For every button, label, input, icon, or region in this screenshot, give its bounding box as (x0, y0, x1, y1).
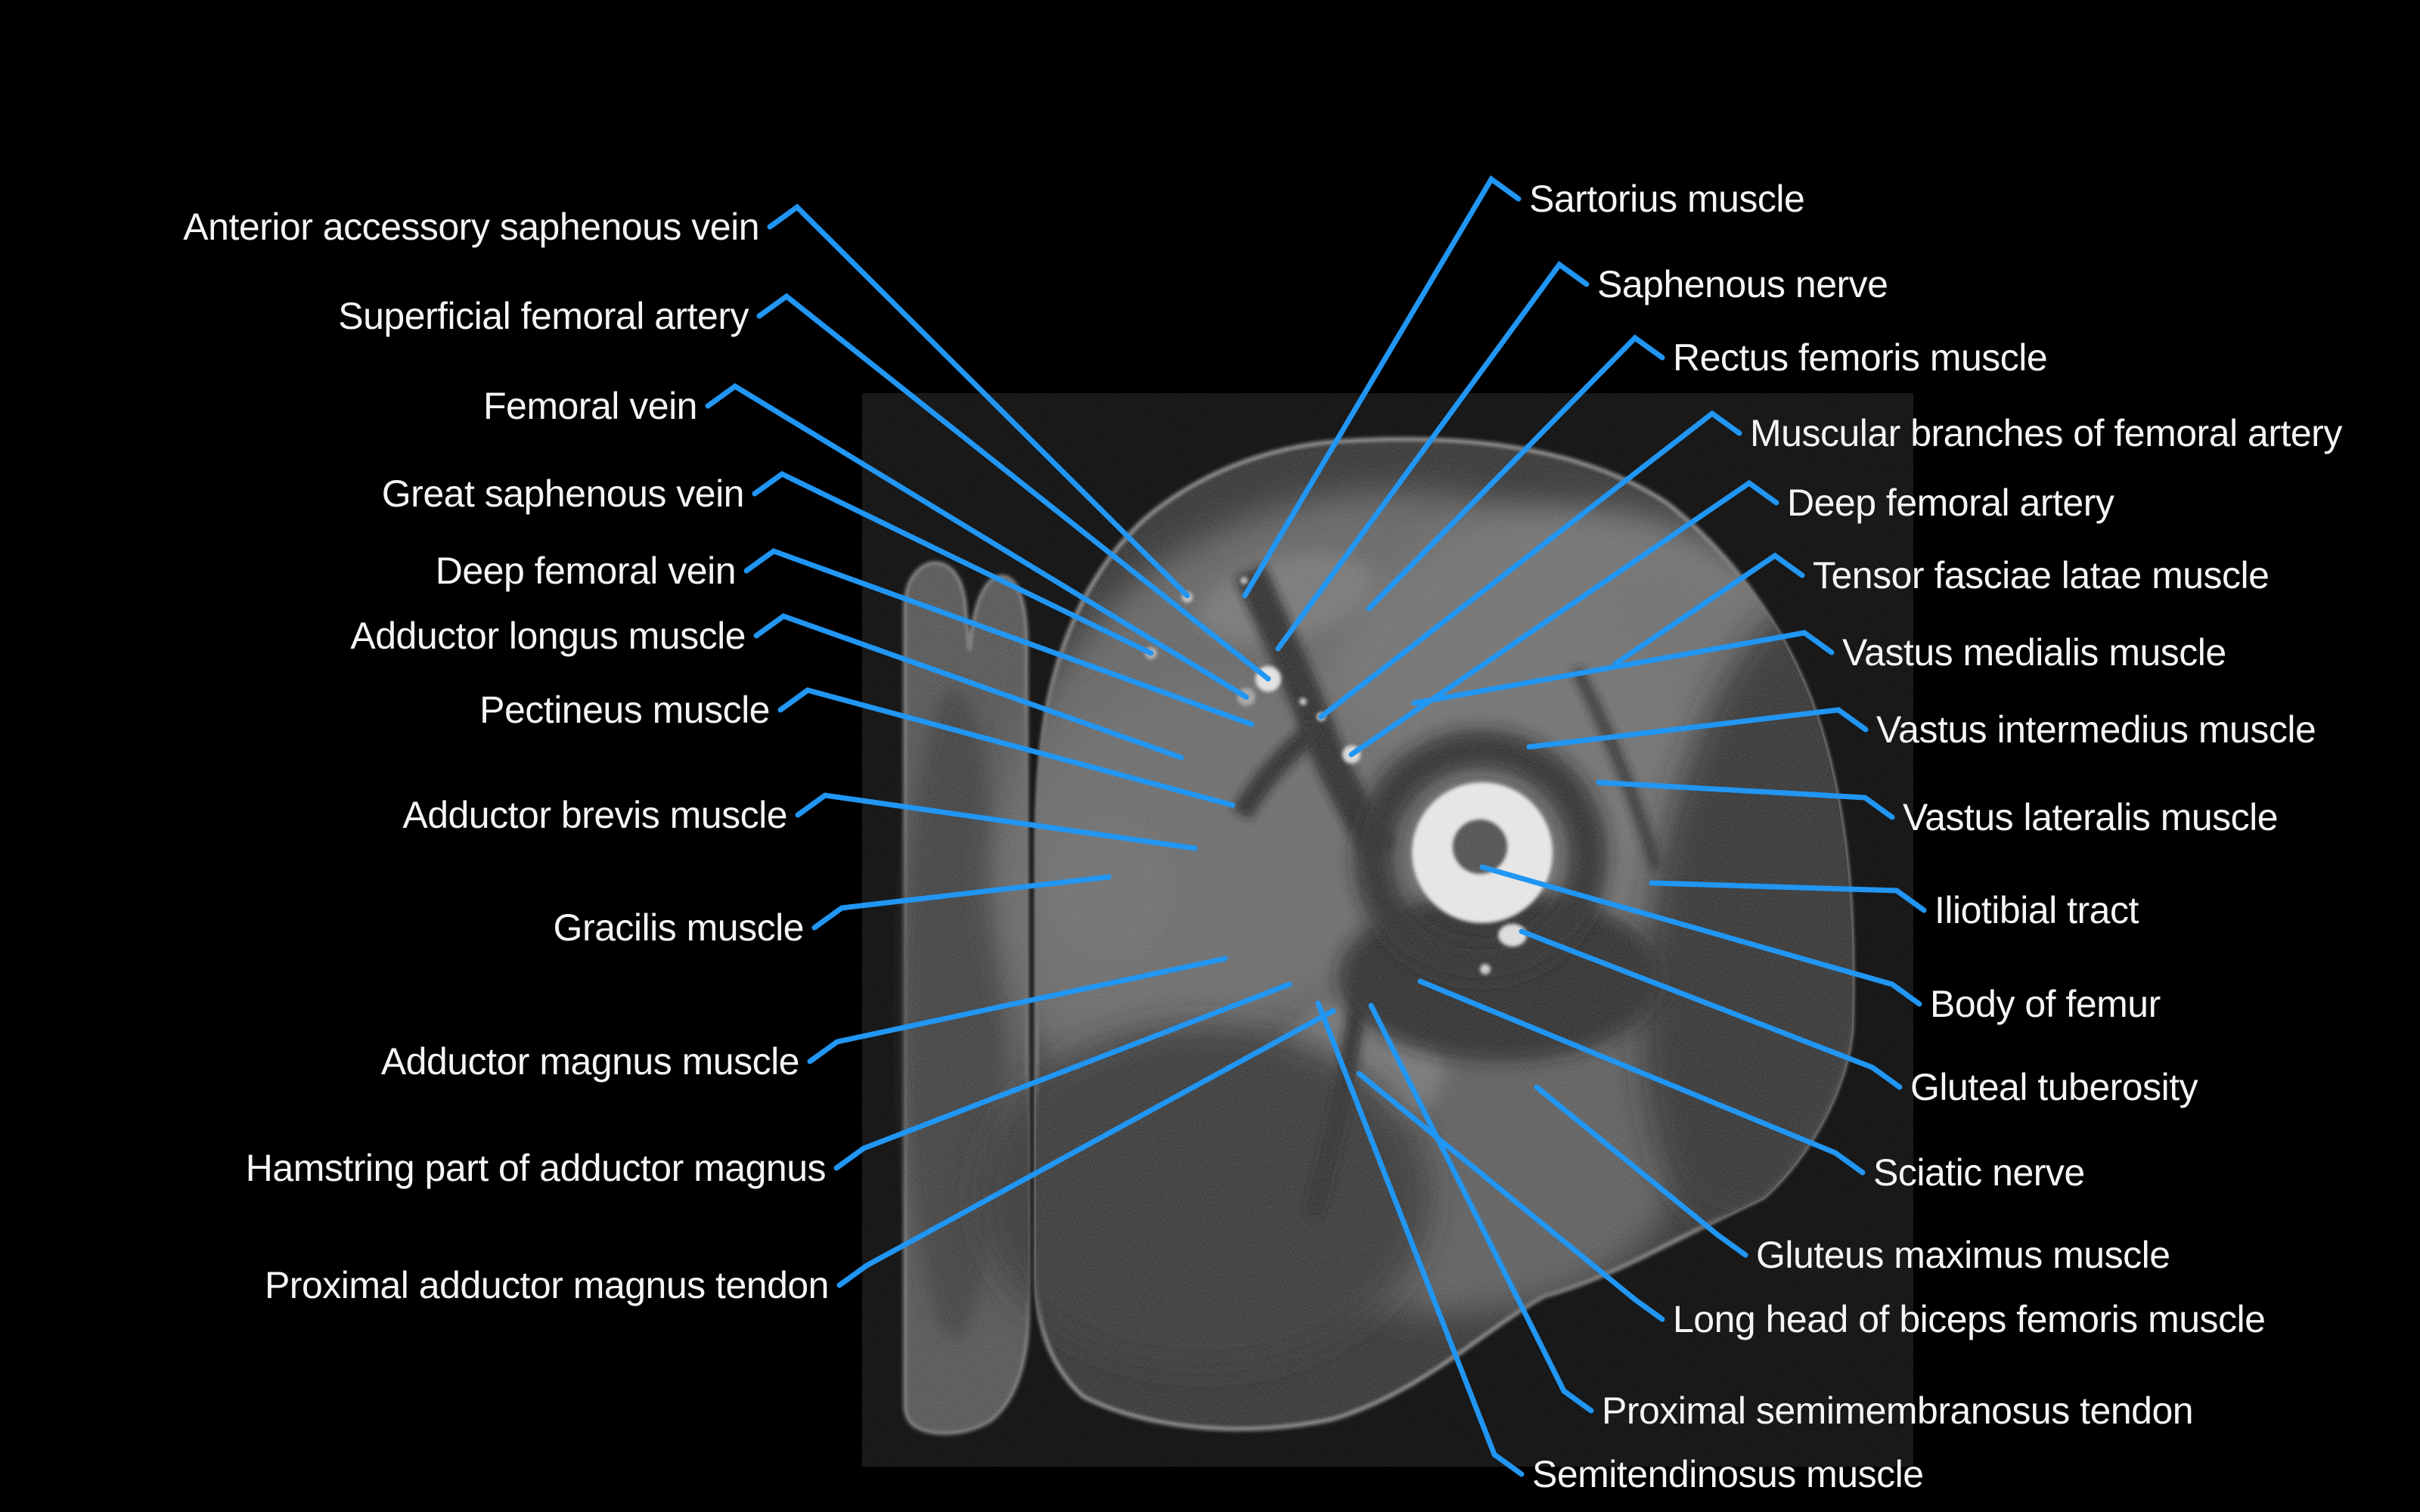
anatomy-label: Adductor longus muscle (350, 615, 746, 657)
anatomy-label: Saphenous nerve (1597, 263, 1888, 305)
anatomy-label: Sciatic nerve (1873, 1151, 2085, 1194)
leader-line (1417, 978, 1866, 1176)
annotations-layer: Anterior accessory saphenous veinSuperfi… (183, 175, 2343, 1495)
anatomy-label: Hamstring part of adductor magnus (246, 1147, 826, 1189)
anatomy-label: Semitendinosus muscle (1532, 1453, 1924, 1495)
anatomy-label: Deep femoral vein (436, 550, 736, 592)
anatomy-label: Gluteal tuberosity (1910, 1066, 2198, 1108)
leader-line (1242, 175, 1522, 599)
leader-line (1275, 261, 1590, 652)
anatomy-label: Femoral vein (483, 385, 697, 427)
leader-line (1479, 864, 1922, 1007)
leader-line (1534, 1084, 1748, 1258)
anatomy-label: Adductor magnus muscle (381, 1040, 799, 1083)
leader-line (777, 687, 1236, 808)
leader-line (753, 613, 1184, 761)
leader-line (752, 470, 1154, 656)
leader-line (1315, 1000, 1525, 1477)
anatomy-label: Great saphenous vein (382, 472, 744, 515)
anatomy-label: Iliotibial tract (1934, 889, 2139, 931)
anatomy-label: Adductor brevis muscle (402, 794, 787, 836)
leader-line (743, 548, 1255, 727)
anatomy-label: Pectineus muscle (479, 689, 770, 731)
leader-line (1519, 928, 1903, 1090)
leader-line (1411, 630, 1835, 706)
anatomy-label: Gracilis muscle (554, 906, 804, 949)
leader-line (1368, 1002, 1594, 1414)
anatomy-label: Proximal semimembranosus tendon (1602, 1390, 2193, 1432)
anatomy-label: Superficial femoral artery (338, 295, 749, 337)
anatomy-label: Proximal adductor magnus tendon (265, 1264, 829, 1306)
anatomy-label: Gluteus maximus muscle (1756, 1234, 2170, 1276)
anatomy-label: Rectus femoris muscle (1673, 336, 2047, 379)
leader-line (833, 981, 1292, 1171)
anatomy-label: Vastus medialis muscle (1842, 631, 2226, 674)
leader-line (767, 203, 1190, 599)
leader-line (1526, 707, 1869, 750)
anatomy-label: Muscular branches of femoral artery (1750, 412, 2342, 454)
anatomy-label: Body of femur (1930, 983, 2161, 1025)
leader-line (795, 792, 1198, 851)
leader-line (1649, 880, 1927, 913)
leader-line (1366, 334, 1665, 612)
leader-line (1596, 779, 1895, 820)
anatomy-label: Vastus lateralis muscle (1903, 796, 2278, 838)
anatomy-label: Anterior accessory saphenous vein (183, 206, 759, 248)
leader-line (836, 1008, 1336, 1288)
anatomy-label: Deep femoral artery (1787, 482, 2114, 524)
leader-line (1612, 552, 1805, 667)
anatomy-label: Long head of biceps femoris muscle (1673, 1298, 2265, 1340)
leader-line (807, 956, 1228, 1064)
ct-image (862, 393, 1913, 1467)
leader-line (1348, 479, 1779, 758)
leader-line (1318, 410, 1742, 720)
anatomy-label: Sartorius muscle (1529, 178, 1804, 220)
anatomy-label: Tensor fasciae latae muscle (1813, 554, 2269, 596)
leader-line (705, 383, 1249, 700)
leader-line (811, 874, 1112, 931)
anatomy-label: Vastus intermedius muscle (1876, 708, 2316, 751)
leader-line (756, 293, 1271, 682)
leader-line (1356, 1070, 1665, 1322)
